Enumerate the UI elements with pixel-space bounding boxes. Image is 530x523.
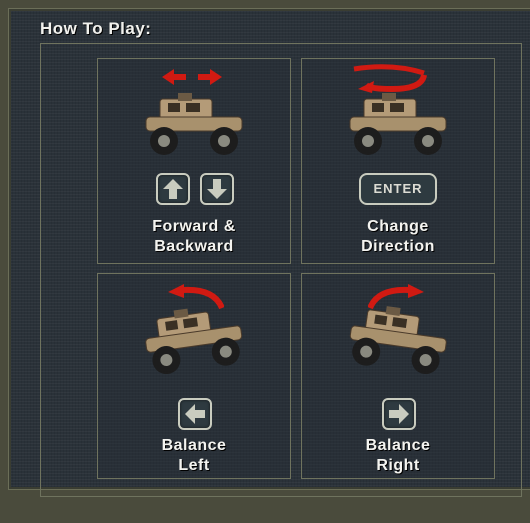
up-arrow-key — [156, 173, 190, 205]
control-card-balance-right: Balance Right — [301, 273, 495, 479]
control-label-line1: Forward & — [152, 218, 236, 235]
enter-key: ENTER — [359, 173, 437, 205]
control-label-line2: Direction — [361, 238, 435, 255]
humvee-icon — [349, 93, 447, 155]
right-arrow-key — [382, 398, 416, 430]
u-turn-arrow-icon — [353, 64, 427, 93]
tilt-right-arrow-icon — [368, 284, 424, 310]
control-label-line2: Left — [178, 457, 210, 474]
help-panel-frame — [8, 8, 530, 490]
tilt-left-arrow-icon — [168, 284, 224, 310]
control-label-line1: Change — [367, 218, 429, 235]
left-arrow-key — [178, 398, 212, 430]
left-right-arrows-icon — [162, 69, 222, 85]
humvee-icon — [145, 308, 243, 375]
control-label-line1: Balance — [365, 437, 431, 454]
control-label-line1: Balance — [161, 437, 227, 454]
page-title: How To Play: — [40, 19, 152, 38]
humvee-icon — [349, 306, 447, 375]
controls-panel — [40, 43, 522, 497]
down-arrow-icon — [207, 179, 227, 199]
control-card-change-direction: ENTER Change Direction — [301, 58, 495, 264]
control-card-balance-left: Balance Left — [97, 273, 291, 479]
control-label-line2: Backward — [154, 238, 234, 255]
control-label-line2: Right — [376, 457, 420, 474]
humvee-icon — [145, 93, 243, 155]
down-arrow-key — [200, 173, 234, 205]
control-card-forward-backward: Forward & Backward — [97, 58, 291, 264]
left-arrow-icon — [185, 404, 205, 424]
right-arrow-icon — [389, 404, 409, 424]
up-arrow-icon — [163, 179, 183, 199]
